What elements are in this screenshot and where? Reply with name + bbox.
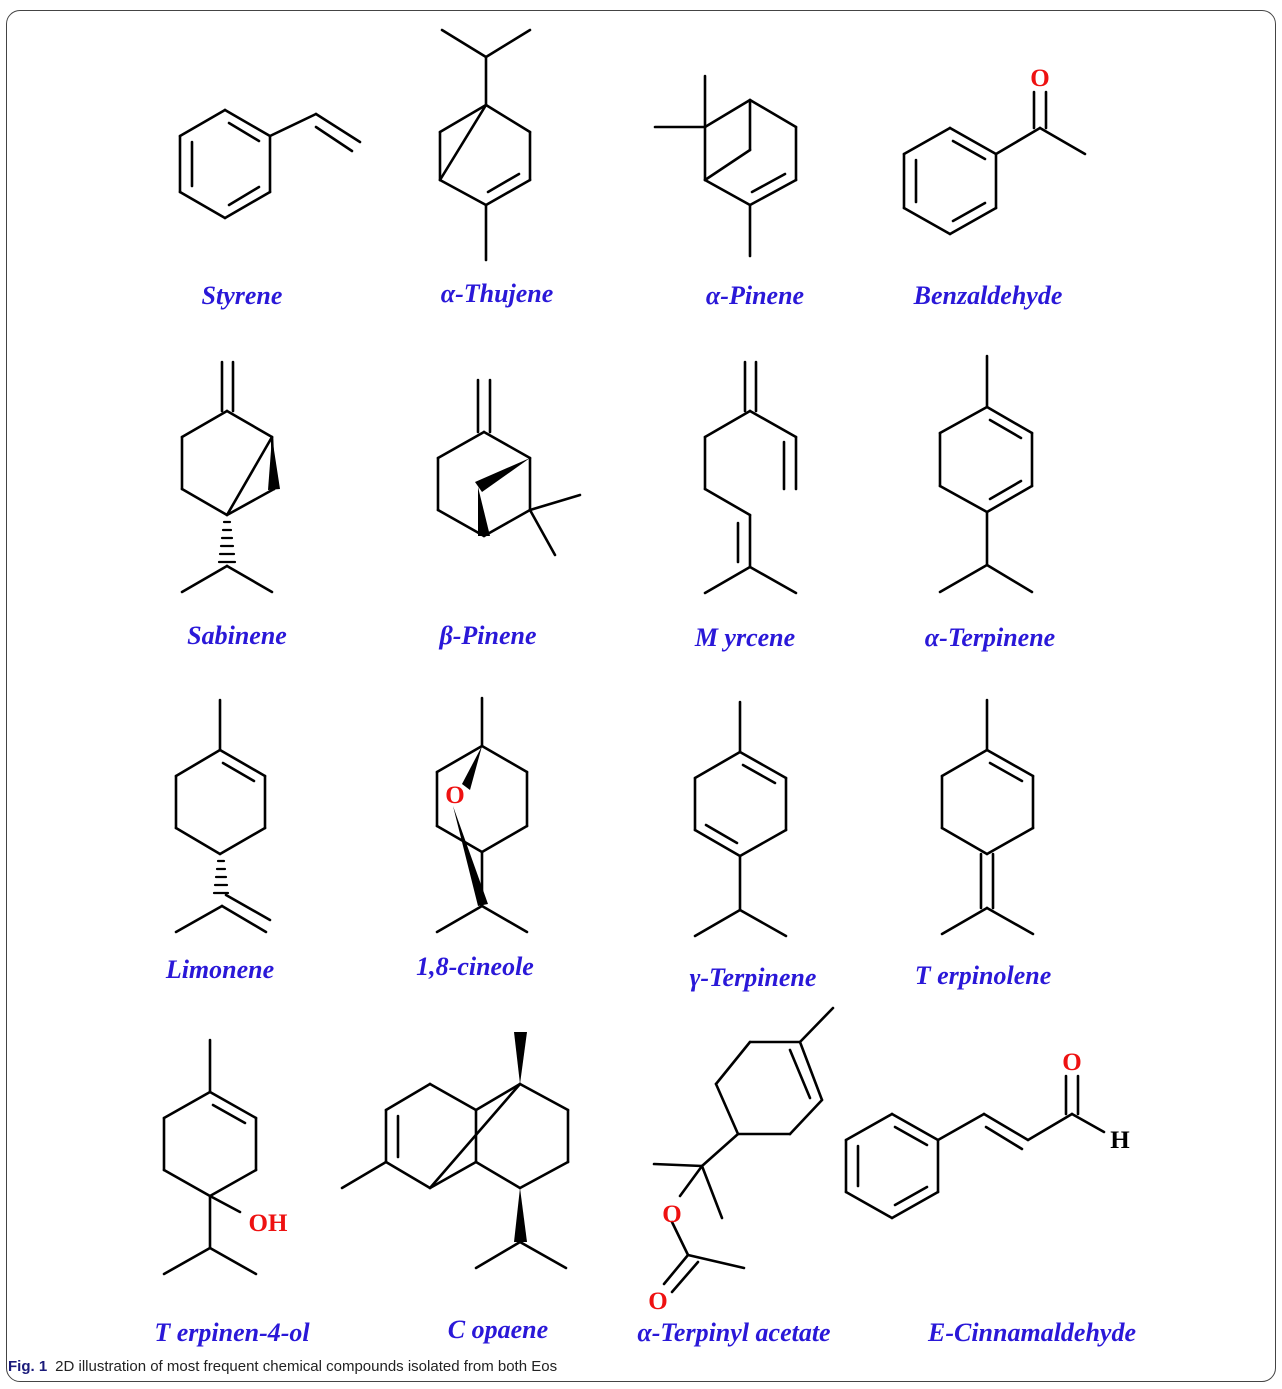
structure-gamma-terpinene [693, 700, 788, 938]
label-copaene: C opaene [448, 1315, 548, 1344]
label-terpinen-4-ol: T erpinen-4-ol [154, 1318, 310, 1347]
chemical-structures-figure: Styrene α-Thujene α-Pinene O Benzaldehyd… [154, 28, 1136, 1347]
atom-terpinyl-acetate-ester-oxygen: O [662, 1201, 681, 1228]
atom-cinnamaldehyde-hydrogen: H [1110, 1127, 1130, 1154]
caption-text: 2D illustration of most frequent chemica… [55, 1358, 558, 1375]
label-gamma-terpinene: γ-Terpinene [690, 963, 817, 992]
structure-e-cinnamaldehyde [844, 1074, 1106, 1220]
hashed-bond-sabinene [217, 520, 237, 564]
hashed-bond-limonene [212, 859, 230, 895]
atom-cinnamaldehyde-oxygen: O [1062, 1049, 1081, 1076]
label-benzaldehyde: Benzaldehyde [913, 281, 1063, 310]
structure-1-8-cineole [435, 696, 529, 934]
structure-terpinen-4-ol [162, 1038, 258, 1276]
atom-cineole-oxygen: O [445, 782, 464, 809]
atom-benzaldehyde-oxygen: O [1030, 65, 1049, 92]
structure-limonene [174, 698, 272, 934]
structure-beta-pinene [436, 378, 582, 557]
structure-myrcene [703, 360, 798, 595]
atom-terpinyl-acetate-carbonyl-oxygen: O [648, 1288, 667, 1315]
label-limonene: Limonene [165, 955, 274, 984]
figure-caption: Fig. 1 2D illustration of most frequent c… [8, 1358, 1268, 1375]
atom-terpinen-4-ol-hydroxyl: OH [249, 1210, 288, 1237]
label-terpinolene: T erpinolene [915, 961, 1052, 990]
structure-copaene [340, 1032, 570, 1270]
structure-benzaldehyde [902, 90, 1087, 236]
structure-alpha-terpinene [938, 354, 1034, 594]
structure-terpinolene [940, 698, 1035, 936]
figure-frame [6, 10, 1276, 1382]
label-1-8-cineole: 1,8-cineole [416, 952, 534, 981]
label-beta-pinene: β-Pinene [438, 621, 536, 650]
structure-styrene [178, 108, 362, 220]
label-myrcene: M yrcene [694, 623, 795, 652]
caption-label: Fig. 1 [8, 1358, 48, 1375]
label-styrene: Styrene [202, 281, 283, 310]
label-sabinene: Sabinene [187, 621, 287, 650]
label-alpha-terpinene: α-Terpinene [925, 623, 1055, 652]
label-alpha-pinene: α-Pinene [706, 281, 804, 310]
structure-alpha-thujene [438, 28, 532, 262]
structure-sabinene [180, 360, 280, 594]
label-e-cinnamaldehyde: E-Cinnamaldehyde [927, 1318, 1136, 1347]
structure-alpha-terpinyl-acetate [652, 1006, 835, 1294]
structure-alpha-pinene [653, 74, 798, 258]
label-alpha-terpinyl-acetate: α-Terpinyl acetate [637, 1318, 830, 1347]
label-alpha-thujene: α-Thujene [441, 279, 554, 308]
